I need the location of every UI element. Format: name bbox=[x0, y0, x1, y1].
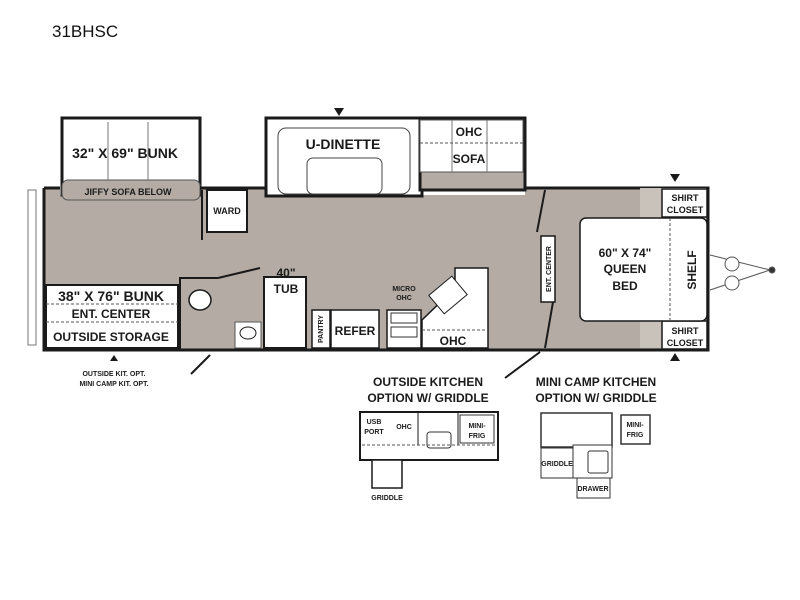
ent-center-bunk-label: ENT. CENTER bbox=[72, 307, 151, 321]
model-title: 31BHSC bbox=[52, 22, 119, 41]
sofa-ohc-label: OHC bbox=[456, 125, 483, 139]
rear-bunk bbox=[45, 284, 179, 349]
outside-kit-opt-note: OUTSIDE KIT. OPT. bbox=[82, 371, 145, 378]
tub bbox=[263, 276, 307, 349]
closet-label-top: CLOSET bbox=[667, 205, 704, 215]
refer-label: REFER bbox=[335, 324, 376, 338]
mini-camp-griddle-label: GRIDDLE bbox=[541, 461, 573, 468]
kitchen-sink-icon bbox=[428, 275, 468, 315]
pantry bbox=[311, 309, 331, 349]
usb-label: USB bbox=[367, 419, 382, 426]
shirt-label-top: SHIRT bbox=[672, 193, 700, 203]
bunk-top-label: 32" X 69" BUNK bbox=[72, 145, 178, 161]
stove-icon bbox=[386, 309, 422, 349]
ent-center-label: ENT. CENTER bbox=[546, 246, 553, 292]
toilet-icon bbox=[188, 289, 212, 311]
outside-storage-label: OUTSIDE STORAGE bbox=[53, 330, 169, 344]
outside-frig-label-2: FRIG bbox=[469, 433, 486, 440]
kitchen-counter bbox=[421, 267, 489, 349]
shelf-label: SHELF bbox=[685, 250, 699, 289]
mini-camp-frig-label: MINI- bbox=[626, 422, 644, 429]
shirt-closet-top bbox=[661, 188, 708, 218]
bed-label: BED bbox=[612, 279, 638, 293]
tub-size-label: 40" bbox=[276, 266, 295, 280]
dinette-label: U-DINETTE bbox=[306, 136, 381, 152]
tub-label: TUB bbox=[274, 282, 299, 296]
port-label: PORT bbox=[364, 429, 384, 436]
micro-ohc-label: OHC bbox=[396, 295, 412, 302]
mini-camp-frig-label-2: FRIG bbox=[627, 432, 644, 439]
bunk-bottom-label: 38" X 76" BUNK bbox=[58, 288, 164, 304]
outside-griddle-label: GRIDDLE bbox=[371, 495, 403, 502]
bed-size-label: 60" X 74" bbox=[599, 246, 652, 260]
outside-griddle bbox=[371, 459, 403, 489]
sofa-label: SOFA bbox=[453, 152, 486, 166]
mini-camp-griddle bbox=[540, 447, 574, 479]
ent-center bbox=[540, 235, 556, 303]
outside-kitchen-title: OUTSIDE KITCHEN bbox=[373, 375, 483, 389]
mini-camp-counter bbox=[540, 412, 613, 448]
jiffy-label: JIFFY SOFA BELOW bbox=[84, 187, 172, 197]
bed-queen-label: QUEEN bbox=[604, 262, 647, 276]
closet-label-bottom: CLOSET bbox=[667, 338, 704, 348]
refrigerator bbox=[330, 309, 380, 349]
mini-camp-drawer bbox=[576, 477, 611, 499]
queen-bed bbox=[579, 217, 708, 322]
mini-camp-title: MINI CAMP KITCHEN bbox=[536, 375, 656, 389]
ward-label: WARD bbox=[213, 206, 241, 216]
outside-frig-label: MINI- bbox=[468, 423, 486, 430]
mini-camp-frig bbox=[620, 414, 651, 445]
kitchen-ohc-label: OHC bbox=[440, 334, 467, 348]
mini-camp-drawer-label: DRAWER bbox=[577, 486, 608, 493]
shirt-label-bottom: SHIRT bbox=[672, 326, 700, 336]
outside-kitchen-subtitle: OPTION W/ GRIDDLE bbox=[367, 391, 488, 405]
outside-ohc-label: OHC bbox=[396, 424, 412, 431]
hitch-icon bbox=[709, 254, 776, 291]
wardrobe bbox=[206, 189, 248, 233]
mini-camp-opt-note: MINI CAMP KIT. OPT. bbox=[79, 381, 148, 388]
mini-camp-subtitle: OPTION W/ GRIDDLE bbox=[535, 391, 656, 405]
shirt-closet-bottom bbox=[661, 320, 708, 350]
pantry-label: PANTRY bbox=[318, 315, 325, 343]
micro-label: MICRO bbox=[392, 286, 416, 293]
